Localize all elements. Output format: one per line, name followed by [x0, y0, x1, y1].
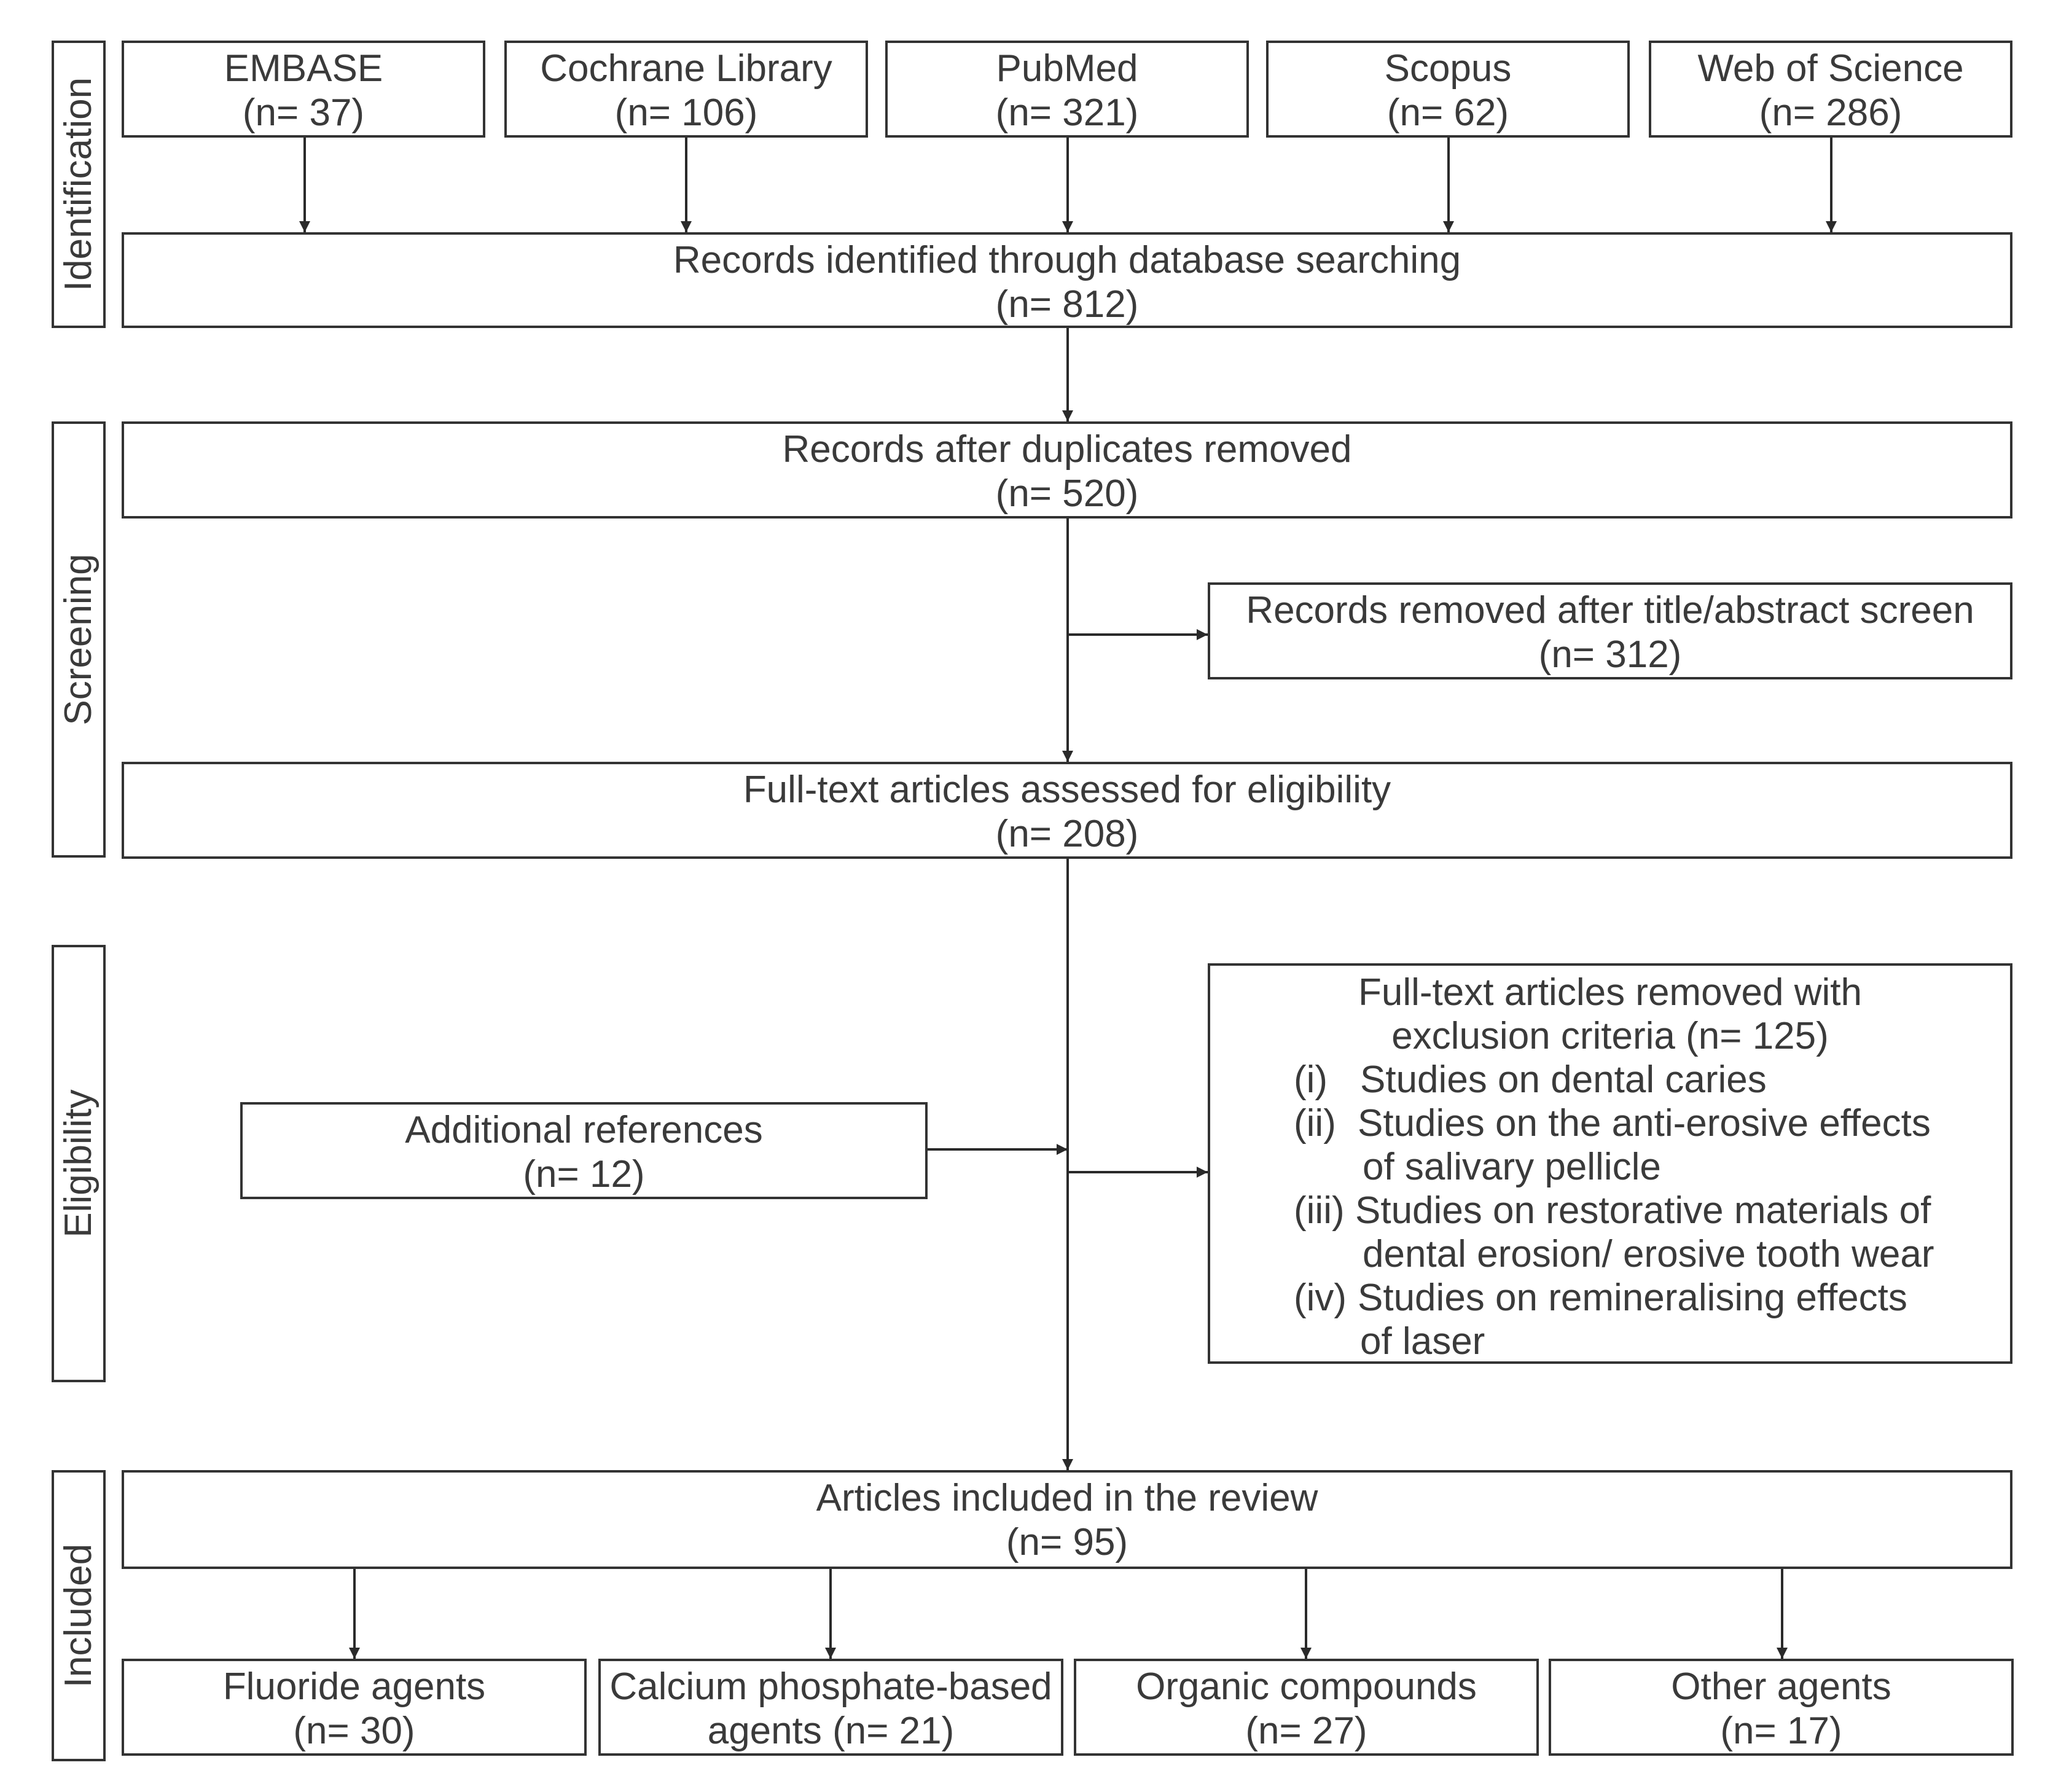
- database-name: Scopus: [1384, 47, 1512, 90]
- database-name: Cochrane Library: [540, 47, 832, 90]
- phase-label-identification: Identification: [57, 77, 100, 292]
- phase-screening: Screening: [52, 421, 106, 858]
- database-name: EMBASE: [224, 47, 383, 90]
- database-count: (n= 62): [1386, 92, 1509, 134]
- phase-label-eligibility: Eligibility: [57, 1089, 100, 1238]
- criterion-text-iii-line-2: dental erosion/ erosive tooth wear: [1363, 1233, 1934, 1275]
- excluded-heading-line-1: Full-text articles removed with: [1358, 971, 1863, 1014]
- database-name: Web of Science: [1697, 47, 1964, 90]
- database-box-web-of-science: Web of Science (n= 286): [1649, 41, 2012, 138]
- criterion-number-iv: (iv): [1294, 1277, 1347, 1319]
- category-box-fluoride-agents: Fluoride agents (n= 30): [122, 1659, 587, 1756]
- database-count: (n= 286): [1759, 92, 1903, 134]
- criterion-text-iii-line-1: Studies on restorative materials of: [1355, 1189, 1931, 1232]
- category-line-2: (n= 17): [1720, 1710, 1842, 1752]
- records-identified-label: Records identified through database sear…: [673, 239, 1461, 281]
- criterion-number-i: (i): [1294, 1058, 1328, 1101]
- category-line-1: Other agents: [1671, 1665, 1891, 1708]
- category-line-1: Fluoride agents: [222, 1665, 486, 1708]
- criterion-text-ii-line-2: of salivary pellicle: [1363, 1146, 1661, 1188]
- additional-references-box: Additional references (n= 12): [240, 1102, 928, 1199]
- additional-references-count: (n= 12): [523, 1153, 645, 1195]
- records-deduplicated-box: Records after duplicates removed (n= 520…: [122, 421, 2012, 518]
- records-identified-count: (n= 812): [995, 283, 1139, 326]
- category-line-1: Calcium phosphate-based: [609, 1665, 1052, 1708]
- database-count: (n= 37): [242, 92, 365, 134]
- database-box-cochrane: Cochrane Library (n= 106): [504, 41, 868, 138]
- records-removed-screen-label: Records removed after title/abstract scr…: [1246, 589, 1974, 632]
- criterion-text-iv-line-2: of laser: [1360, 1320, 1485, 1363]
- records-deduplicated-count: (n= 520): [995, 472, 1139, 515]
- fulltext-assessed-box: Full-text articles assessed for eligibil…: [122, 762, 2012, 859]
- category-line-2: (n= 30): [293, 1710, 415, 1752]
- fulltext-assessed-label: Full-text articles assessed for eligibil…: [743, 769, 1391, 811]
- records-identified-box: Records identified through database sear…: [122, 232, 2012, 328]
- records-removed-screen-count: (n= 312): [1538, 633, 1682, 676]
- articles-included-box: Articles included in the review (n= 95): [122, 1470, 2012, 1569]
- database-count: (n= 321): [995, 92, 1139, 134]
- database-count: (n= 106): [614, 92, 758, 134]
- articles-included-count: (n= 95): [1006, 1521, 1128, 1563]
- records-removed-screen-box: Records removed after title/abstract scr…: [1208, 582, 2012, 679]
- phase-included: Included: [52, 1470, 106, 1761]
- category-line-1: Organic compounds: [1136, 1665, 1477, 1708]
- phase-label-screening: Screening: [57, 554, 100, 726]
- database-box-scopus: Scopus (n= 62): [1266, 41, 1630, 138]
- phase-label-included: Included: [57, 1543, 100, 1688]
- phase-eligibility: Eligibility: [52, 945, 106, 1382]
- fulltext-assessed-count: (n= 208): [995, 813, 1139, 855]
- phase-identification: Identification: [52, 41, 106, 328]
- criterion-number-iii: (iii): [1294, 1189, 1345, 1232]
- criterion-text-ii-line-1: Studies on the anti-erosive effects: [1358, 1102, 1931, 1144]
- category-box-other-agents: Other agents (n= 17): [1549, 1659, 2014, 1756]
- records-deduplicated-label: Records after duplicates removed: [782, 428, 1352, 471]
- criterion-text-i: Studies on dental caries: [1360, 1058, 1767, 1101]
- category-line-2: agents (n= 21): [707, 1710, 955, 1752]
- category-box-organic-compounds: Organic compounds (n= 27): [1074, 1659, 1539, 1756]
- category-line-2: (n= 27): [1245, 1710, 1367, 1752]
- database-name: PubMed: [996, 47, 1138, 90]
- database-box-pubmed: PubMed (n= 321): [885, 41, 1249, 138]
- criterion-number-ii: (ii): [1294, 1102, 1336, 1144]
- excluded-heading-line-2: exclusion criteria (n= 125): [1391, 1015, 1829, 1057]
- criterion-text-iv-line-1: Studies on remineralising effects: [1358, 1277, 1907, 1319]
- category-box-calcium-phosphate: Calcium phosphate-based agents (n= 21): [598, 1659, 1063, 1756]
- database-box-embase: EMBASE (n= 37): [122, 41, 485, 138]
- articles-included-label: Articles included in the review: [816, 1477, 1318, 1519]
- fulltext-excluded-box: Full-text articles removed with exclusio…: [1208, 963, 2012, 1364]
- additional-references-label: Additional references: [405, 1109, 763, 1151]
